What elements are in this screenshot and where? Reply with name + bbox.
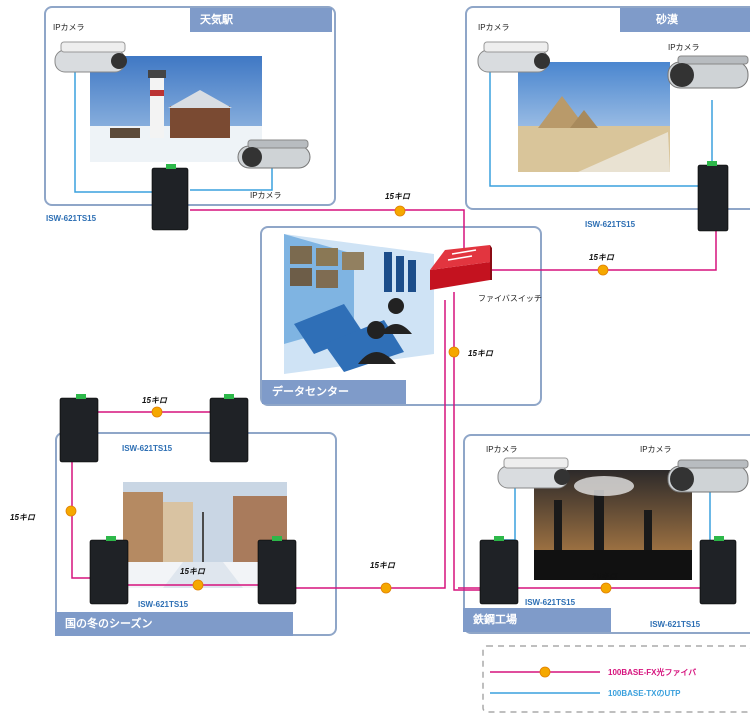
panel-data-center [260,226,542,406]
camera-label: IPカメラ [668,43,700,52]
fiber-switch-label: ファイバスイッチ [478,294,542,303]
switch-model-label: ISW-621TS15 [122,444,173,453]
camera-label: IPカメラ [486,445,518,454]
camera-icons [54,41,749,493]
distance-label: 15キロ [592,572,617,581]
area-tab-winter-country: 国の冬のシーズン [55,612,293,636]
fiber-switch-icon [430,245,492,290]
camera-label: IPカメラ [53,23,85,32]
camera-label: IPカメラ [478,23,510,32]
distance-label: 15キロ [142,396,167,405]
panel-weather-station [44,6,336,206]
distance-label: 15キロ [370,561,395,570]
distance-label: 15キロ [385,192,410,201]
area-tab-data-center: データセンター [262,380,406,404]
panel-steel-plant [463,434,750,634]
legend-utp-label: 100BASE-TXのUTP [608,689,681,698]
panel-desert [465,6,750,210]
switch-model-label: ISW-621TS15 [46,214,97,223]
switch-model-label: ISW-621TS15 [585,220,636,229]
switch-model-label: ISW-621TS15 [138,600,189,609]
area-tab-steel-plant: 鉄鋼工場 [463,608,611,632]
distance-label: 15キロ [589,253,614,262]
steel-plant-photo [534,470,692,580]
camera-label: IPカメラ [250,191,282,200]
switch-model-label: ISW-621TS15 [650,620,701,629]
legend-fiber-label: 100BASE-FX光ファイバ [608,668,697,677]
lighthouse-photo [90,56,262,162]
area-tab-desert: 砂漠 [620,8,750,32]
camera-label: IPカメラ [640,445,672,454]
distance-label: 15キロ [468,349,493,358]
server-room-image [284,234,434,374]
distance-label: 15キロ [10,513,35,522]
distance-label: 15キロ [180,567,205,576]
pyramids-photo [518,62,670,172]
switch-model-label: ISW-621TS15 [525,598,576,607]
area-tab-weather-station: 天気駅 [190,8,332,32]
